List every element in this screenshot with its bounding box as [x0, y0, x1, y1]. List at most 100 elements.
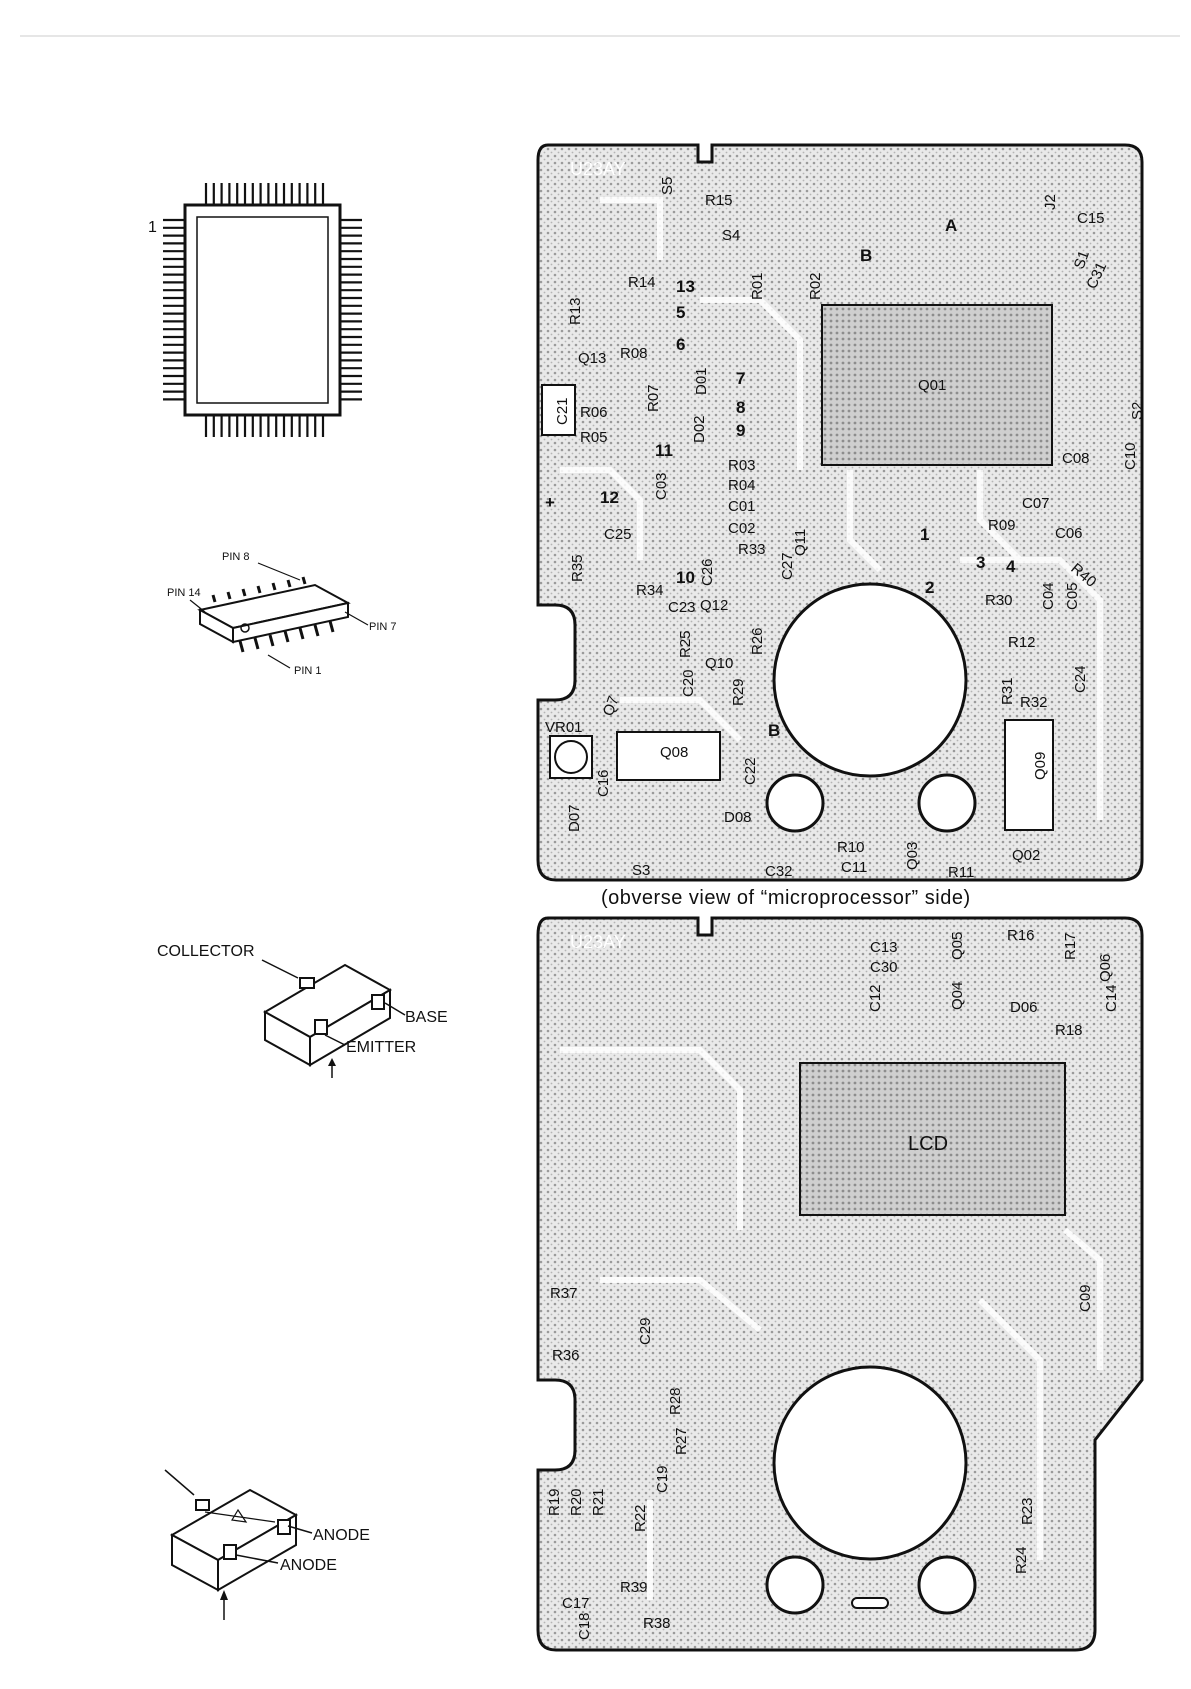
component-ref-label: S5	[659, 177, 676, 195]
board-marker: B	[768, 721, 780, 740]
transistor-package-drawing: COLLECTOR BASE EMITTER	[157, 943, 448, 1078]
test-pad-number: 1	[920, 525, 929, 544]
component-ref-label: C15	[1077, 210, 1105, 227]
component-ref-label: S2	[1129, 402, 1146, 420]
component-ref-label: R32	[1020, 694, 1048, 711]
component-ref-label: R10	[837, 839, 865, 856]
component-ref-label: C13	[870, 939, 898, 956]
soic-package-drawing: PIN 8 PIN 14 PIN 7 PIN 1	[167, 551, 397, 677]
component-ref-label: R39	[620, 1579, 648, 1596]
component-ref-label: R22	[632, 1504, 649, 1532]
component-ref-label: S1	[1071, 248, 1093, 271]
board-marker: A	[945, 216, 957, 235]
main-ic-label: Q01	[918, 377, 946, 394]
component-ref-label: C23	[668, 599, 696, 616]
component-ref-label: D07	[566, 804, 583, 832]
test-pad-number: 13	[676, 277, 695, 296]
test-pad-number: 11	[655, 441, 673, 460]
component-ref-label: C22	[742, 757, 759, 785]
component-ref-label: Q08	[660, 744, 688, 761]
component-ref-label: C07	[1022, 495, 1050, 512]
test-pad-number: 2	[925, 578, 934, 597]
component-ref-label: R27	[673, 1427, 690, 1455]
component-ref-label: Q06	[1097, 954, 1114, 982]
component-ref-label: Q03	[904, 842, 921, 870]
component-ref-label: C24	[1072, 665, 1089, 693]
anode-bottom-label: ANODE	[280, 1557, 337, 1574]
component-ref-label: C26	[699, 558, 716, 586]
component-ref-label: R01	[749, 272, 766, 300]
component-ref-label: C19	[654, 1465, 671, 1493]
qfp-pin1-label: 1	[148, 219, 157, 236]
test-pad-number: 7	[736, 369, 745, 388]
component-ref-label: S3	[632, 862, 650, 879]
component-ref-label: R03	[728, 457, 756, 474]
test-pad-number: 5	[676, 303, 685, 322]
collector-label: COLLECTOR	[157, 943, 255, 960]
component-ref-label: R19	[546, 1488, 563, 1516]
bottom-board-logo: U23AY	[570, 932, 626, 952]
component-ref-label: R07	[645, 384, 662, 412]
test-pad-number: 12	[600, 488, 619, 507]
component-ref-label: R28	[667, 1387, 684, 1415]
component-ref-label: Q12	[700, 597, 728, 614]
component-ref-label: VR01	[545, 719, 583, 736]
qfp-package-drawing: 1	[148, 183, 362, 437]
component-ref-label: Q11	[792, 529, 809, 556]
component-ref-label: R23	[1019, 1497, 1036, 1525]
component-ref-label: R29	[730, 678, 747, 706]
component-ref-label: C12	[867, 984, 884, 1012]
board-marker: B	[860, 246, 872, 265]
component-ref-label: C18	[576, 1612, 593, 1640]
component-ref-label: D01	[693, 367, 710, 395]
component-ref-label: D08	[724, 809, 752, 826]
soic-pin8-label: PIN 8	[222, 551, 250, 563]
component-ref-label: C05	[1064, 582, 1081, 610]
component-ref-label: R31	[999, 677, 1016, 705]
component-ref-label: R08	[620, 345, 648, 362]
component-ref-label: Q10	[705, 655, 733, 672]
lcd-label: LCD	[908, 1133, 948, 1155]
base-label: BASE	[405, 1009, 448, 1026]
component-ref-label: R12	[1008, 634, 1036, 651]
component-ref-label: C16	[595, 769, 612, 797]
component-ref-label: Q09	[1032, 752, 1049, 780]
component-ref-label: Q05	[949, 932, 966, 960]
component-ref-label: Q13	[578, 350, 606, 367]
test-pad-number: 8	[736, 398, 745, 417]
component-ref-label: J2	[1042, 194, 1059, 210]
component-ref-label: R16	[1007, 927, 1035, 944]
component-ref-label: R35	[569, 554, 586, 582]
component-ref-label: R02	[807, 272, 824, 300]
test-pad-number: 3	[976, 553, 985, 572]
component-ref-label: R34	[636, 582, 664, 599]
component-ref-label: C04	[1040, 582, 1057, 610]
test-pad-number: 6	[676, 335, 685, 354]
component-ref-label: R21	[590, 1488, 607, 1516]
component-ref-label: C29	[637, 1317, 654, 1345]
component-ref-label: C27	[779, 552, 796, 580]
component-ref-label: R15	[705, 192, 733, 209]
board-marker: +	[545, 493, 555, 512]
component-ref-label: R09	[988, 517, 1016, 534]
component-ref-label: D06	[1010, 999, 1038, 1016]
component-ref-label: C09	[1077, 1284, 1094, 1312]
component-ref-label: R33	[738, 541, 766, 558]
component-ref-label: C32	[765, 863, 793, 880]
component-ref-label: C20	[680, 669, 697, 697]
top-board-logo: U23AY	[570, 159, 626, 179]
component-ref-label: Q7	[600, 694, 623, 719]
component-ref-label: R26	[749, 627, 766, 655]
component-ref-label: R04	[728, 477, 756, 494]
component-ref-label: Q02	[1012, 847, 1040, 864]
component-ref-label: C14	[1103, 984, 1120, 1012]
component-ref-label: C17	[562, 1595, 590, 1612]
component-ref-label: C02	[728, 520, 756, 537]
component-ref-label: C03	[653, 472, 670, 500]
component-ref-label: R24	[1013, 1546, 1030, 1574]
component-ref-label: S4	[722, 227, 740, 244]
component-ref-label: C01	[728, 498, 756, 515]
